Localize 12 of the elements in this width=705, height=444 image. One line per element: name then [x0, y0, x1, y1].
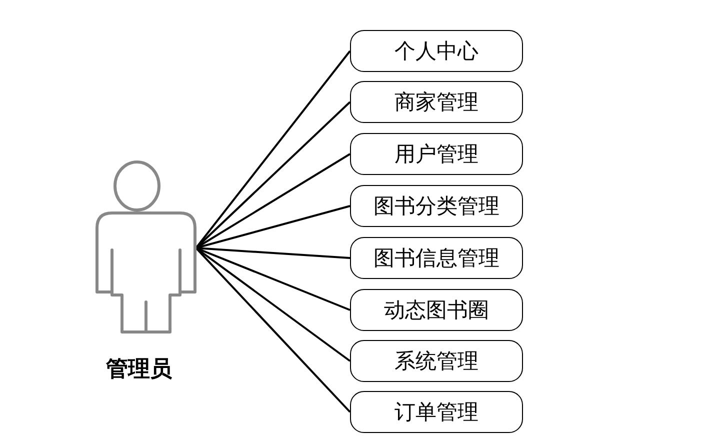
use-case-box: 订单管理	[350, 391, 523, 433]
use-case-box: 图书信息管理	[350, 237, 523, 279]
connector-line	[196, 247, 350, 259]
use-case-box: 系统管理	[350, 340, 523, 382]
use-case-box: 个人中心	[350, 30, 523, 72]
actor-label: 管理员	[106, 356, 172, 384]
use-case-box: 动态图书圈	[350, 289, 523, 331]
connector-line	[195, 247, 351, 413]
use-case-box: 图书分类管理	[350, 185, 523, 227]
connector-line	[196, 205, 350, 249]
use-case-box: 用户管理	[350, 133, 523, 175]
use-case-box: 商家管理	[350, 81, 523, 123]
